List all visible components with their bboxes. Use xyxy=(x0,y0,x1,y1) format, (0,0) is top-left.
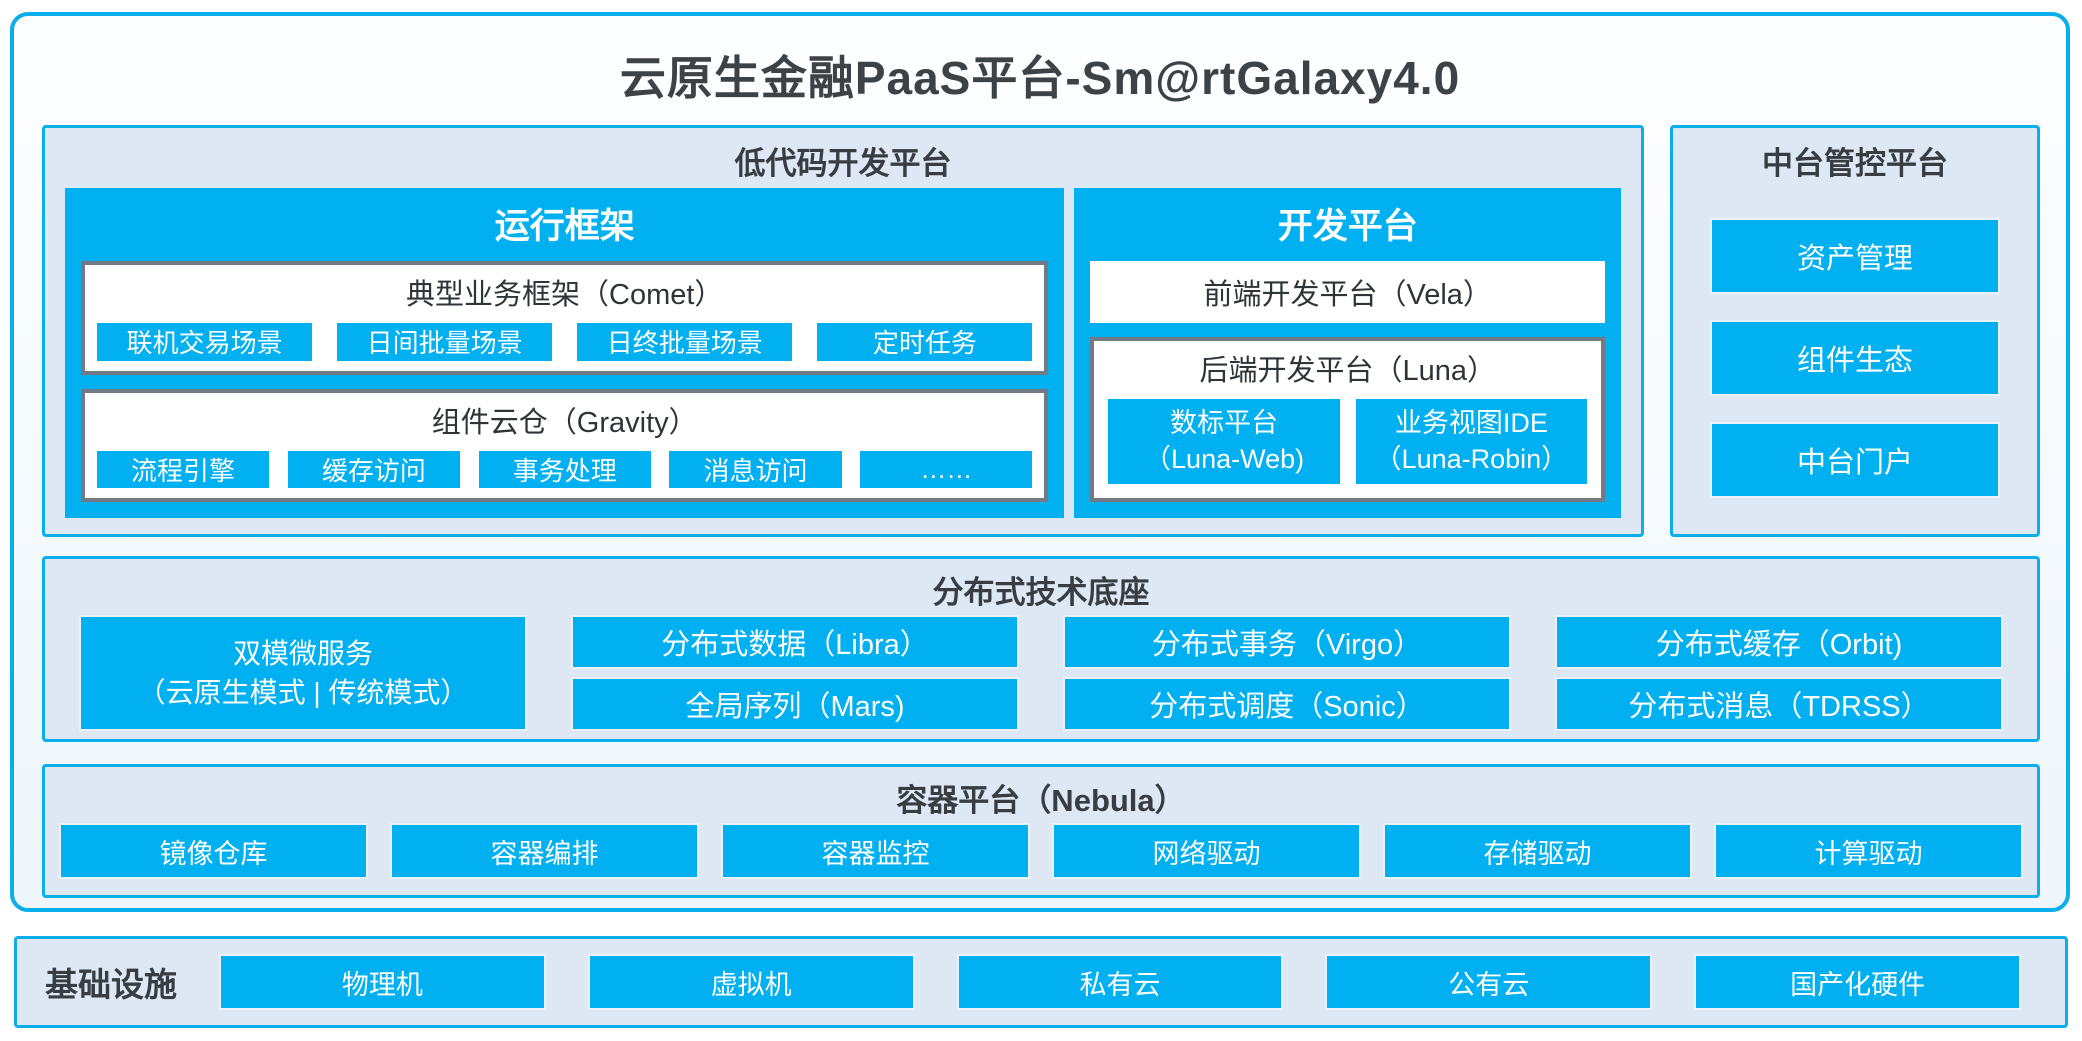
global-sequence-box: 全局序列（Mars) xyxy=(573,679,1017,729)
dev-platform-title: 开发平台 xyxy=(1277,207,1418,246)
comet-chip-online-trade: 联机交易场景 xyxy=(97,323,313,361)
midplatform-button-column: 资产管理 组件生态 中台门户 xyxy=(1673,220,2037,496)
public-cloud-chip: 公有云 xyxy=(1327,956,1651,1008)
comet-chip-eod-batch: 日终批量场景 xyxy=(577,323,793,361)
gravity-chip-cache-access: 缓存访问 xyxy=(287,450,460,488)
gravity-warehouse-box: 组件云仓（Gravity） 流程引擎 缓存访问 事务处理 消息访问 …… xyxy=(81,388,1049,502)
dev-platform-panel: 开发平台 前端开发平台（Vela） 后端开发平台（Luna） 数标平台 （Lun… xyxy=(1074,188,1621,518)
luna-backend-title: 后端开发平台（Luna） xyxy=(1199,355,1496,387)
dual-mode-line1: 双模微服务 xyxy=(232,637,373,669)
comet-chip-row: 联机交易场景 日间批量场景 日终批量场景 定时任务 xyxy=(97,323,1033,361)
lowcode-platform-label: 低代码开发平台 xyxy=(734,146,952,181)
distributed-cache-box: 分布式缓存（Orbit) xyxy=(1557,617,2001,667)
distributed-column-1: 分布式数据（Libra） 全局序列（Mars) xyxy=(573,617,1017,729)
comet-framework-box: 典型业务框架（Comet） 联机交易场景 日间批量场景 日终批量场景 定时任务 xyxy=(81,261,1049,375)
infrastructure-panel: 基础设施 物理机 虚拟机 私有云 公有云 国产化硬件 xyxy=(14,936,2068,1028)
storage-driver-chip: 存储驱动 xyxy=(1385,825,1690,877)
distributed-column-2: 分布式事务（Virgo） 分布式调度（Sonic） xyxy=(1065,617,1509,729)
comet-framework-title: 典型业务框架（Comet） xyxy=(406,279,724,311)
infrastructure-label: 基础设施 xyxy=(45,966,177,1003)
distributed-grid: 双模微服务 （云原生模式 | 传统模式） 分布式数据（Libra） 全局序列（M… xyxy=(81,617,2001,729)
gravity-warehouse-title: 组件云仓（Gravity） xyxy=(431,406,698,439)
luna-backend-box: 后端开发平台（Luna） 数标平台 （Luna-Web) 业务视图IDE （Lu… xyxy=(1090,337,1605,502)
luna-web-chip: 数标平台 （Luna-Web) xyxy=(1108,399,1340,484)
gravity-chip-ellipsis: …… xyxy=(860,450,1033,488)
runtime-framework-title: 运行框架 xyxy=(494,207,635,246)
comet-chip-daytime-batch: 日间批量场景 xyxy=(337,323,553,361)
page-title: 云原生金融PaaS平台-Sm@rtGalaxy4.0 xyxy=(619,52,1461,104)
midplatform-portal-button: 中台门户 xyxy=(1712,424,1998,496)
image-registry-chip: 镜像仓库 xyxy=(61,825,366,877)
runtime-framework-panel: 运行框架 典型业务框架（Comet） 联机交易场景 日间批量场景 日终批量场景 … xyxy=(65,188,1065,518)
asset-management-button: 资产管理 xyxy=(1712,220,1998,292)
dual-mode-microservice-box: 双模微服务 （云原生模式 | 传统模式） xyxy=(81,617,525,729)
container-chip-row: 镜像仓库 容器编排 容器监控 网络驱动 存储驱动 计算驱动 xyxy=(61,825,2021,877)
network-driver-chip: 网络驱动 xyxy=(1054,825,1359,877)
component-ecosystem-button: 组件生态 xyxy=(1712,322,1998,394)
distributed-column-3: 分布式缓存（Orbit) 分布式消息（TDRSS） xyxy=(1557,617,2001,729)
infrastructure-chip-row: 物理机 虚拟机 私有云 公有云 国产化硬件 xyxy=(221,956,2019,1008)
distributed-base-panel: 分布式技术底座 双模微服务 （云原生模式 | 传统模式） 分布式数据（Libra… xyxy=(42,556,2040,742)
gravity-chip-row: 流程引擎 缓存访问 事务处理 消息访问 …… xyxy=(97,450,1033,488)
distributed-data-box: 分布式数据（Libra） xyxy=(573,617,1017,667)
luna-robin-code: （Luna-Robin） xyxy=(1374,443,1569,474)
distributed-scheduling-box: 分布式调度（Sonic） xyxy=(1065,679,1509,729)
luna-robin-chip: 业务视图IDE （Luna-Robin） xyxy=(1355,399,1587,484)
luna-chip-row: 数标平台 （Luna-Web) 业务视图IDE （Luna-Robin） xyxy=(1106,399,1589,488)
dual-mode-line2: （云原生模式 | 传统模式） xyxy=(137,677,469,708)
comet-chip-scheduled-task: 定时任务 xyxy=(817,323,1033,361)
container-monitoring-chip: 容器监控 xyxy=(723,825,1028,877)
lowcode-content: 运行框架 典型业务框架（Comet） 联机交易场景 日间批量场景 日终批量场景 … xyxy=(65,188,1621,518)
container-platform-label: 容器平台（Nebula） xyxy=(896,783,1186,818)
physical-machine-chip: 物理机 xyxy=(221,956,544,1008)
luna-web-code: （Luna-Web) xyxy=(1144,443,1305,474)
lowcode-platform-panel: 低代码开发平台 运行框架 典型业务框架（Comet） 联机交易场景 日间批量场景… xyxy=(42,125,1644,537)
midplatform-control-label: 中台管控平台 xyxy=(1762,146,1948,181)
virtual-machine-chip: 虚拟机 xyxy=(589,956,913,1008)
container-platform-panel: 容器平台（Nebula） 镜像仓库 容器编排 容器监控 网络驱动 存储驱动 计算… xyxy=(42,764,2040,898)
luna-robin-name: 业务视图IDE xyxy=(1394,408,1548,439)
distributed-message-box: 分布式消息（TDRSS） xyxy=(1557,679,2001,729)
vela-frontend-box: 前端开发平台（Vela） xyxy=(1090,261,1605,323)
midplatform-control-panel: 中台管控平台 资产管理 组件生态 中台门户 xyxy=(1670,125,2040,537)
gravity-chip-process-engine: 流程引擎 xyxy=(97,450,270,488)
container-orchestration-chip: 容器编排 xyxy=(392,825,697,877)
gravity-chip-transaction: 事务处理 xyxy=(478,450,651,488)
domestic-hardware-chip: 国产化硬件 xyxy=(1696,956,2019,1008)
distributed-transaction-box: 分布式事务（Virgo） xyxy=(1065,617,1509,667)
compute-driver-chip: 计算驱动 xyxy=(1716,825,2021,877)
luna-web-name: 数标平台 xyxy=(1170,408,1279,439)
gravity-chip-message-access: 消息访问 xyxy=(669,450,842,488)
distributed-base-label: 分布式技术底座 xyxy=(932,575,1150,610)
private-cloud-chip: 私有云 xyxy=(958,956,1282,1008)
